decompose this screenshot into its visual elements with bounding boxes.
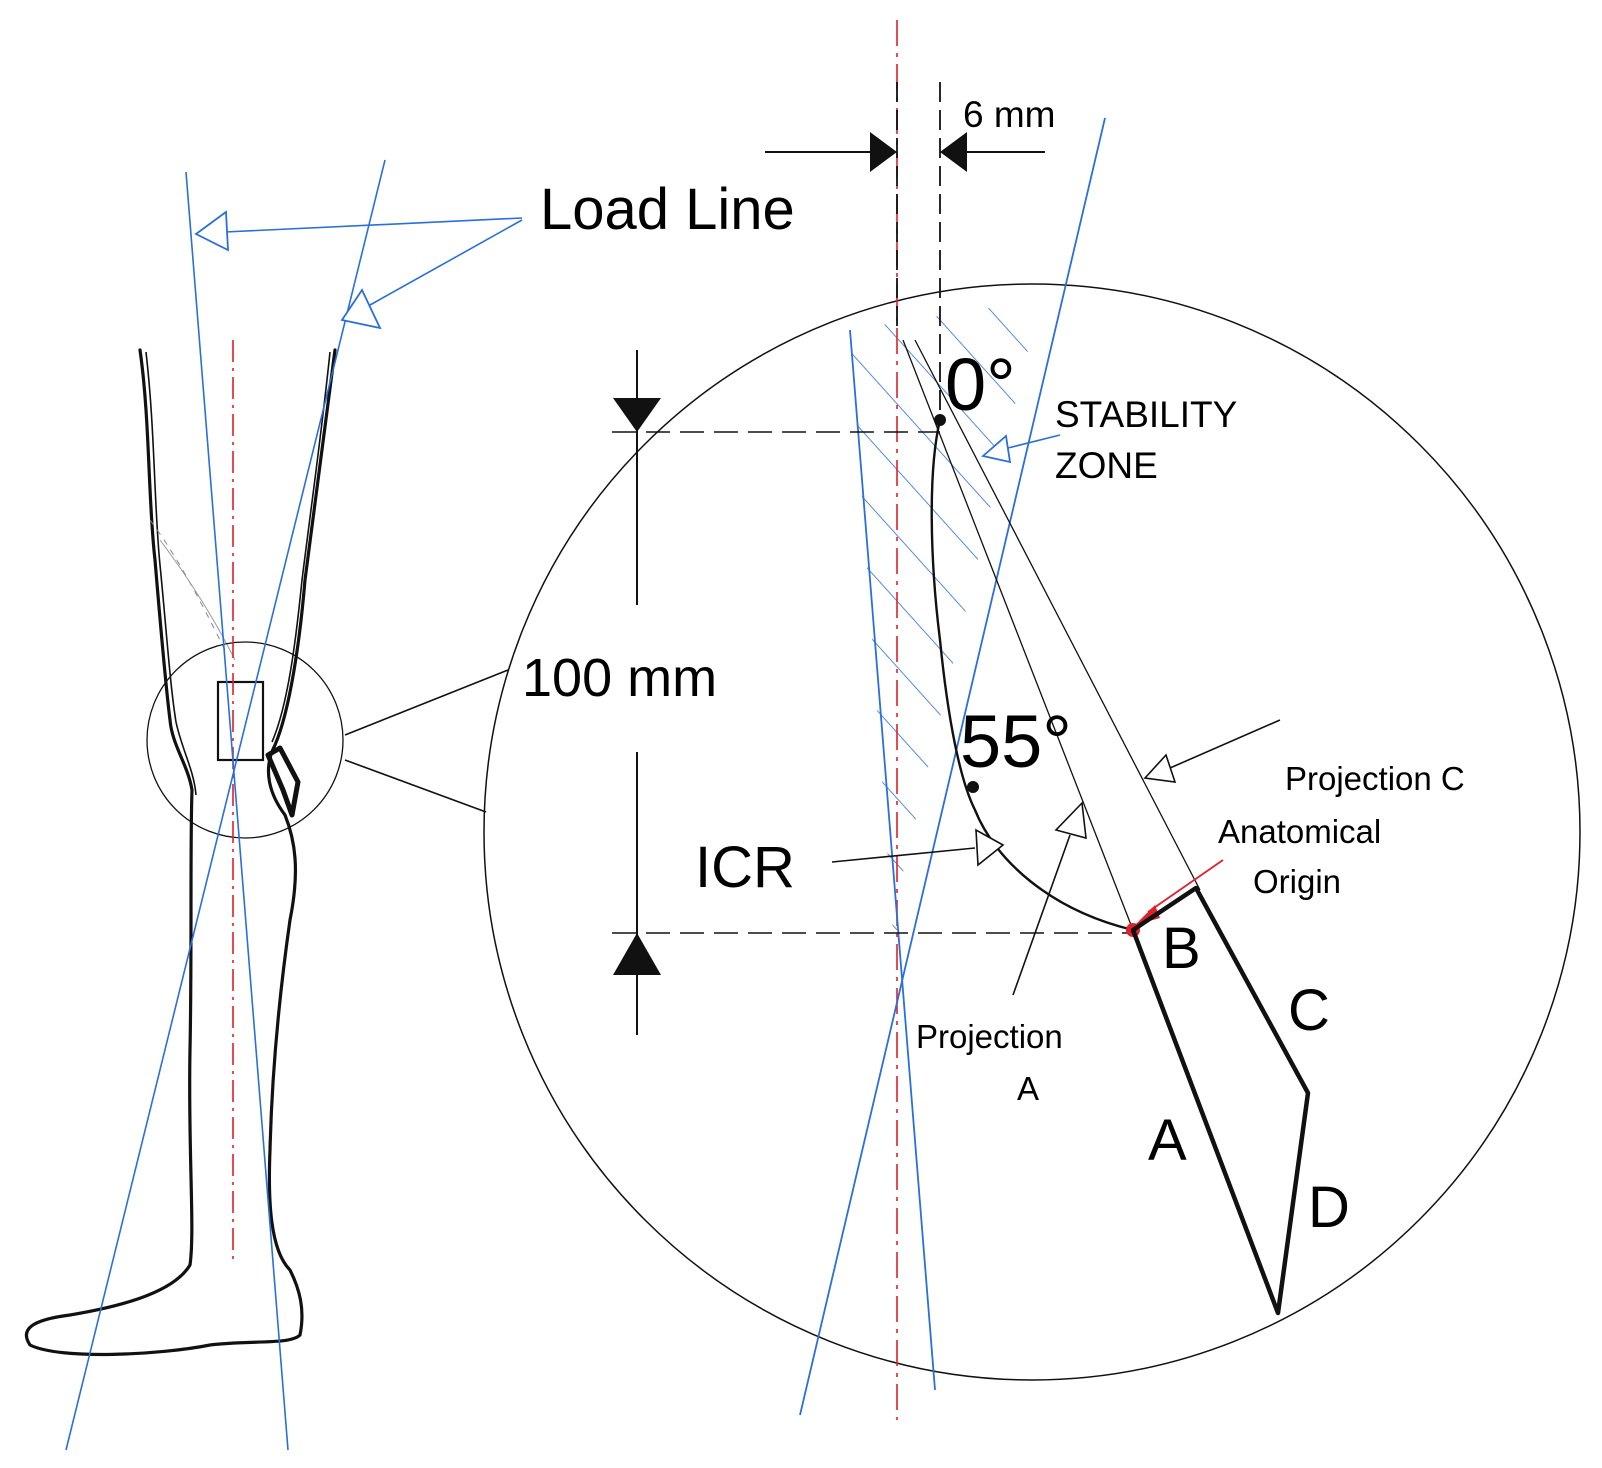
zoom-connector-upper bbox=[344, 669, 509, 736]
offset-arrow-left bbox=[870, 132, 897, 172]
projection-a-label-1: Projection bbox=[916, 1018, 1063, 1055]
leg-load-line-2 bbox=[65, 159, 386, 1451]
stability-zone-label-1: STABILITY bbox=[1055, 394, 1237, 435]
leg-outline-front-sketch bbox=[271, 351, 331, 743]
projection-a-arrow bbox=[1054, 801, 1087, 840]
angle-zero-label: 0° bbox=[945, 343, 1016, 426]
stability-zone-label-2: ZONE bbox=[1055, 445, 1158, 486]
zoom-load-line-2 bbox=[799, 117, 1106, 1416]
offset-label: 6 mm bbox=[963, 94, 1056, 135]
dim-arrow-bottom bbox=[613, 933, 661, 975]
load-line-arrow-2 bbox=[340, 288, 382, 330]
stability-zone-arrow bbox=[981, 434, 1012, 464]
side-a-label: A bbox=[1148, 1108, 1187, 1173]
load-line-label: Load Line bbox=[540, 177, 795, 242]
load-line-arrow-1 bbox=[194, 210, 229, 252]
side-c-label: C bbox=[1288, 978, 1330, 1043]
anatomical-origin-arrowhead bbox=[1135, 905, 1160, 925]
projection-a-label-2: A bbox=[1017, 1070, 1039, 1107]
side-b-label: B bbox=[1162, 916, 1201, 981]
magnifier-large-circle bbox=[483, 283, 1581, 1381]
leg-sketch bbox=[24, 159, 386, 1451]
zoom-load-line-1 bbox=[849, 329, 936, 1391]
anatomical-origin-pointer bbox=[1147, 859, 1224, 913]
anatomical-origin-label-2: Origin bbox=[1253, 863, 1341, 900]
icr-point-55 bbox=[967, 781, 979, 793]
leg-outline-back-sketch bbox=[145, 351, 197, 796]
projection-c-arrow bbox=[1143, 753, 1177, 783]
leg-load-line-1 bbox=[185, 171, 289, 1451]
anatomical-origin-label-1: Anatomical bbox=[1218, 813, 1381, 850]
side-d-label: D bbox=[1308, 1175, 1350, 1240]
icr-curve bbox=[930, 419, 1134, 932]
icr-arrow bbox=[975, 828, 1005, 867]
link-body bbox=[1130, 885, 1311, 1316]
icr-point-0 bbox=[934, 414, 946, 426]
projection-line-c bbox=[914, 339, 1201, 891]
leg-outline-back bbox=[24, 348, 337, 1357]
load-line-annotation: Load Line bbox=[194, 177, 795, 330]
length-label: 100 mm bbox=[522, 648, 717, 708]
dim-arrow-top bbox=[613, 398, 661, 432]
magnifier-small-circle bbox=[146, 641, 344, 839]
knee-joint-box bbox=[216, 680, 265, 762]
angle-55-label: 55° bbox=[960, 700, 1072, 783]
zoom-connector-lower bbox=[344, 759, 487, 813]
knee-link bbox=[265, 745, 301, 818]
projection-line-a bbox=[902, 339, 1134, 931]
projection-c-label: Projection C bbox=[1285, 760, 1465, 797]
offset-arrow-right bbox=[940, 132, 967, 172]
icr-label: ICR bbox=[695, 835, 795, 900]
